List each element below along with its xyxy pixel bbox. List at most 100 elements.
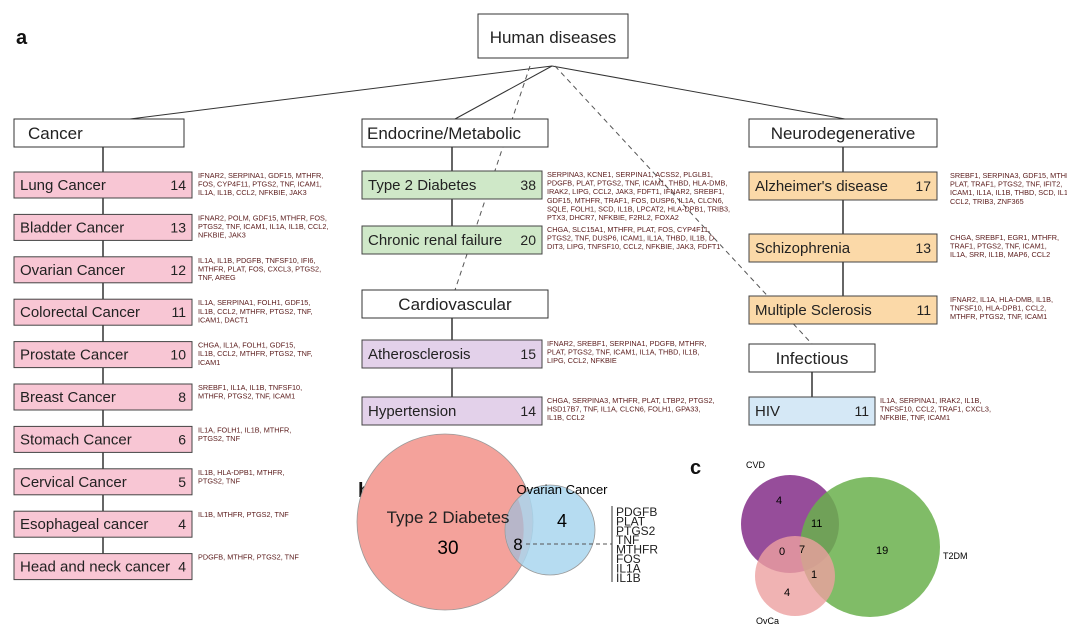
- venn-c-all: 7: [799, 544, 805, 556]
- venn-b-gene: PTGS2: [616, 524, 656, 538]
- cancer-gene-list-line: PTGS2, TNF, ICAM1, IL1A, IL1B, CCL2,: [198, 222, 328, 231]
- venn-b-set2-label: Ovarian Cancer: [516, 482, 608, 497]
- cancer-gene-list-line: MTHFR, PTGS2, TNF, ICAM1: [198, 392, 295, 401]
- endocrine-gene-list-line: PTGS2, TNF, DUSP6, ICAM1, IL1A, THBD, IL…: [547, 234, 714, 243]
- cancer-gene-count: 10: [170, 347, 186, 363]
- venn-c-ovca-only: 4: [784, 587, 790, 599]
- cardio-disease-box: [361, 396, 543, 426]
- cardio-gene-list-line: IFNAR2, SREBF1, SERPINA1, PDGFB, MTHFR,: [547, 339, 706, 348]
- cancer-gene-list-line: IL1A, IL1B, CCL2, NFKBIE, JAK3: [198, 188, 307, 197]
- cancer-disease-node: Esophageal cancer 4 IL1B, MTHFR, PTGS2, TN…: [13, 510, 289, 538]
- category-neuro: Neurodegenerative: [748, 118, 938, 148]
- cancer-gene-count: 4: [178, 559, 186, 575]
- cancer-gene-list-line: PTGS2, TNF: [198, 434, 241, 443]
- cancer-gene-count: 11: [171, 304, 186, 320]
- endocrine-gene-list-line: DIT3, LIPG, TNFSF10, CCL2, NFKBIE, JAK3,…: [547, 242, 720, 251]
- venn-c-t2dm-circle: [800, 477, 940, 617]
- cancer-disease-box: [13, 425, 193, 453]
- cancer-gene-list-line: SREBF1, IL1A, IL1B, TNFSF10,: [198, 383, 302, 392]
- cancer-disease-box: [13, 553, 193, 581]
- cancer-gene-list-line: IL1B, MTHFR, PTGS2, TNF: [198, 510, 289, 519]
- neuro-gene-count: 17: [915, 178, 931, 194]
- category-endocrine-label: Endocrine/Metabolic: [367, 124, 522, 143]
- cancer-disease-name: Prostate Cancer: [20, 347, 128, 364]
- cancer-disease-node: Prostate Cancer 10 CHGA, IL1A, FOLH1, GDF1…: [13, 341, 313, 369]
- neuro-disease-name: Multiple Sclerosis: [755, 302, 872, 319]
- root-node: Human diseases: [477, 13, 629, 59]
- cancer-gene-list-line: IL1B, CCL2, MTHFR, PTGS2, TNF,: [198, 307, 313, 316]
- infectious-disease-box: [748, 396, 876, 426]
- endocrine-gene-count: 20: [520, 232, 536, 248]
- venn-c-label-ovca: OvCa: [756, 616, 779, 626]
- venn-b-gene: PLAT: [616, 514, 646, 528]
- neuro-disease-box: [748, 171, 938, 201]
- infectious-gene-list-line: NFKBIE, TNF, ICAM1: [880, 413, 950, 422]
- cancer-gene-count: 13: [170, 219, 186, 235]
- cancer-disease-name: Esophageal cancer: [20, 516, 148, 533]
- venn-c-t2dm-only: 19: [876, 545, 888, 557]
- cancer-gene-count: 4: [178, 516, 186, 532]
- infectious-disease-name: HIV: [755, 403, 780, 420]
- endocrine-disease-box: [361, 225, 543, 255]
- neuro-gene-list-line: IFNAR2, IL1A, HLA-DMB, IL1B,: [950, 295, 1053, 304]
- cancer-disease-name: Head and neck cancer: [20, 559, 170, 576]
- infectious-gene-list-line: TNFSF10, CCL2, TRAF1, CXCL3,: [880, 405, 991, 414]
- neuro-gene-list-line: TRAF1, PTGS2, TNF, ICAM1,: [950, 242, 1047, 251]
- cancer-disease-box: [13, 171, 193, 199]
- venn-c: CVD T2DM OvCa 4 19 4 11 0 1 7: [741, 460, 968, 626]
- cancer-disease-name: Stomach Cancer: [20, 431, 132, 448]
- neuro-disease-box: [748, 233, 938, 263]
- endocrine-disease-name: Type 2 Diabetes: [368, 177, 476, 194]
- cancer-disease-name: Ovarian Cancer: [20, 262, 125, 279]
- cancer-gene-list-line: ICAM1, DACT1: [198, 315, 248, 324]
- cancer-gene-list-line: ICAM1: [198, 358, 220, 367]
- venn-b-set2-circle: [504, 484, 596, 576]
- cancer-gene-list-line: IL1A, SERPINA1, FOLH1, GDF15,: [198, 298, 310, 307]
- category-cancer-label: Cancer: [28, 124, 83, 143]
- venn-b-set1-label: Type 2 Diabetes: [387, 508, 510, 527]
- cancer-gene-list-line: PTGS2, TNF: [198, 476, 241, 485]
- venn-c-label-cvd: CVD: [746, 460, 766, 470]
- neuro-gene-list-line: CCL2, TRIB3, ZNF365: [950, 197, 1024, 206]
- category-infectious-label: Infectious: [776, 349, 849, 368]
- venn-c-cvd-ovca: 0: [779, 546, 785, 558]
- cancer-disease-box: [13, 256, 193, 284]
- venn-b-gene: MTHFR: [616, 543, 658, 557]
- cancer-disease-name: Breast Cancer: [20, 389, 116, 406]
- neuro-gene-count: 13: [915, 240, 931, 256]
- category-infectious: Infectious: [748, 343, 876, 373]
- cancer-gene-list-line: MTHFR, PLAT, FOS, CXCL3, PTGS2,: [198, 264, 321, 273]
- endocrine-gene-list-line: CHGA, SLC15A1, MTHFR, PLAT, FOS, CYP4F11…: [547, 225, 710, 234]
- venn-c-cvd-only: 4: [776, 495, 782, 507]
- category-cancer: Cancer: [13, 118, 185, 148]
- neuro-disease-name: Schizophrenia: [755, 240, 851, 257]
- venn-b-overlap-count: 8: [513, 535, 522, 554]
- cancer-gene-count: 14: [170, 177, 186, 193]
- root-connectors: [129, 65, 846, 120]
- endocrine-gene-list-line: PTX3, DHCR7, NFKBIE, F2RL2, FOXA2: [547, 213, 679, 222]
- endocrine-gene-list-line: PDGFB, PLAT, PTGS2, TNF, ICAM1, THBD, HL…: [547, 179, 727, 188]
- neuro-gene-list-line: PLAT, TRAF1, PTGS2, TNF, IFIT2,: [950, 180, 1062, 189]
- cardio-gene-list-line: LIPG, CCL2, NFKBIE: [547, 356, 617, 365]
- cancer-gene-list-line: CHGA, IL1A, FOLH1, GDF15,: [198, 341, 295, 350]
- venn-b-gene: IL1B: [616, 571, 641, 585]
- venn-b-overlap-region: [505, 499, 524, 561]
- neuro-disease-name: Alzheimer's disease: [755, 178, 888, 195]
- cancer-gene-list-line: IFNAR2, POLM, GDF15, MTHFR, FOS,: [198, 213, 327, 222]
- neuro-gene-list-line: ICAM1, IL1A, IL1B, THBD, SCD, IL1B,: [950, 188, 1067, 197]
- venn-b-set2-only: 4: [557, 511, 567, 531]
- venn-b: Type 2 Diabetes 30 Ovarian Cancer 4 8 PD…: [356, 433, 658, 611]
- cancer-disease-box: [13, 383, 193, 411]
